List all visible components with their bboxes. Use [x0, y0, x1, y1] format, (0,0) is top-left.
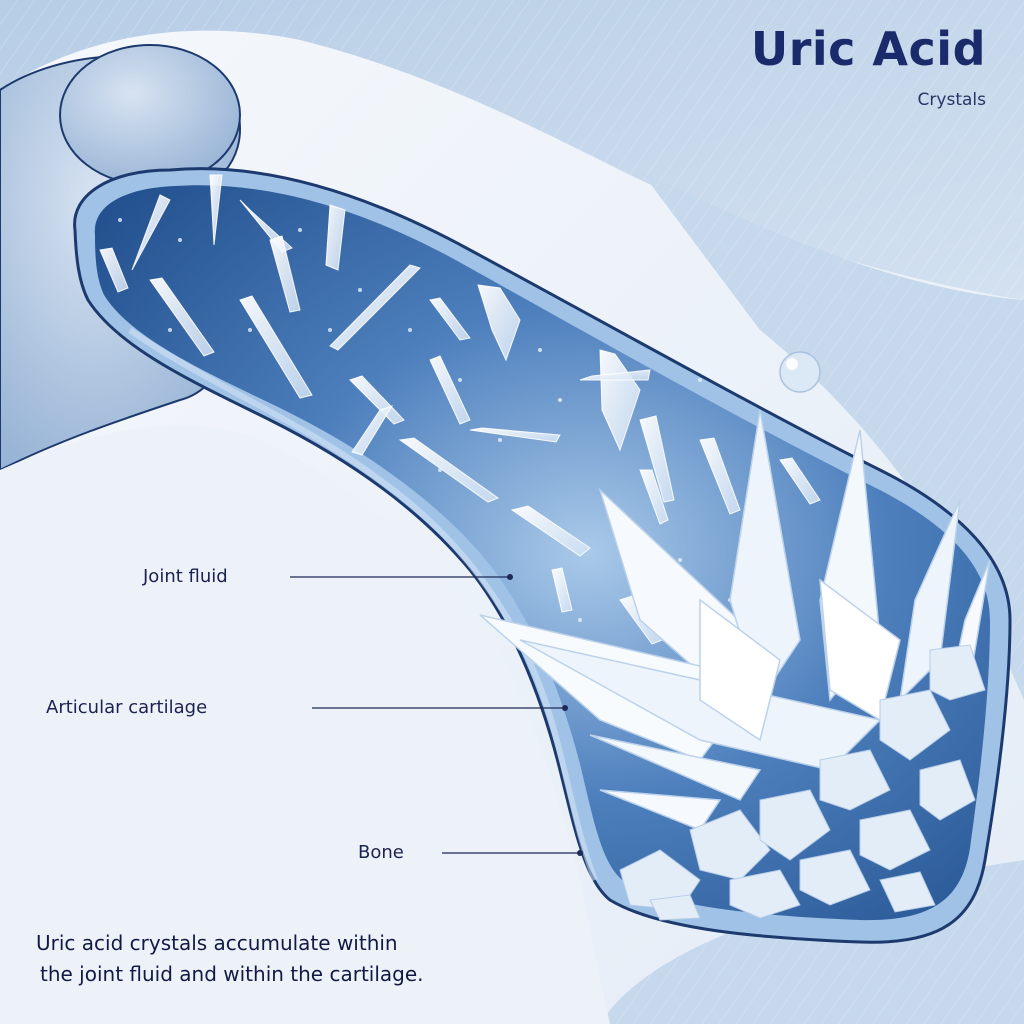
caption-line-2: the joint fluid and within the cartilage…: [40, 962, 424, 986]
page-subtitle: Crystals: [917, 90, 986, 110]
floating-crystals: [99, 174, 821, 645]
lower-gap: [0, 425, 610, 1024]
label-articular-cartilage: Articular cartilage: [46, 697, 208, 718]
caption-line-1: Uric acid crystals accumulate within: [36, 931, 398, 955]
cartilage-highlight: [128, 327, 598, 882]
label-bone: Bone: [358, 842, 404, 863]
crystal-cluster: [479, 409, 991, 921]
fluid-droplet: [779, 351, 821, 393]
caption: Uric acid crystals accumulate within the…: [36, 928, 596, 990]
page-title: Uric Acid: [750, 22, 986, 76]
label-joint-fluid: Joint fluid: [143, 566, 228, 587]
leader-lines: [290, 576, 580, 854]
bone-knob: [59, 44, 241, 186]
